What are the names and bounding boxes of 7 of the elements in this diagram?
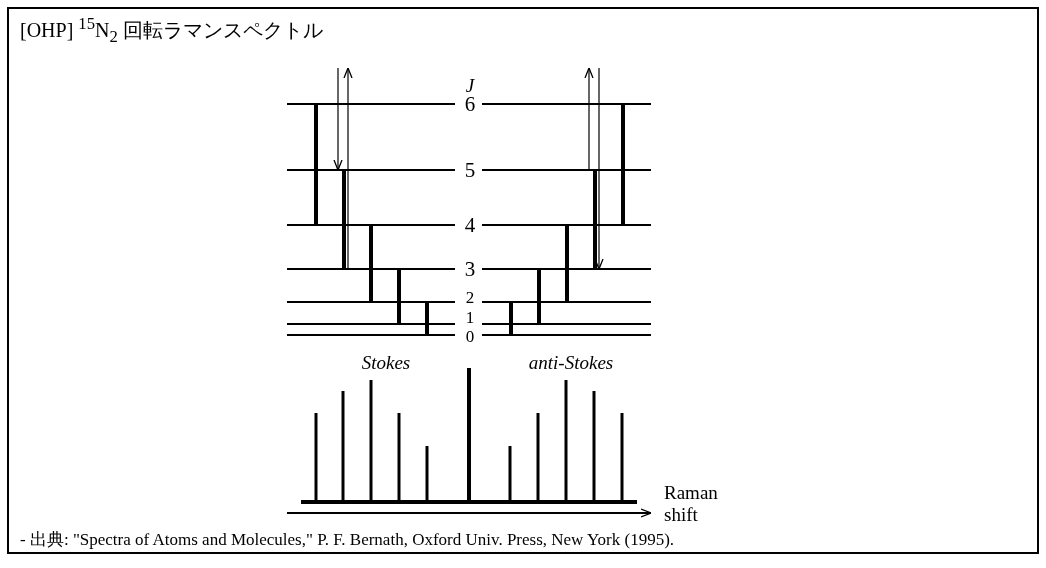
level-number: 0 [463, 328, 477, 345]
branch-label: anti-Stokes [526, 353, 616, 372]
source-note: - 出典: "Spectra of Atoms and Molecules," P. F. Bernath, Oxford Univ. Press, New York (1995). [20, 531, 675, 548]
level-number: 2 [463, 289, 477, 306]
axis-label: Raman shift [664, 482, 719, 526]
title: [OHP] $^{15}$N$_{2}$ 回転ラマンスペクトル [20, 16, 323, 46]
branch-label: Stokes [359, 353, 413, 372]
